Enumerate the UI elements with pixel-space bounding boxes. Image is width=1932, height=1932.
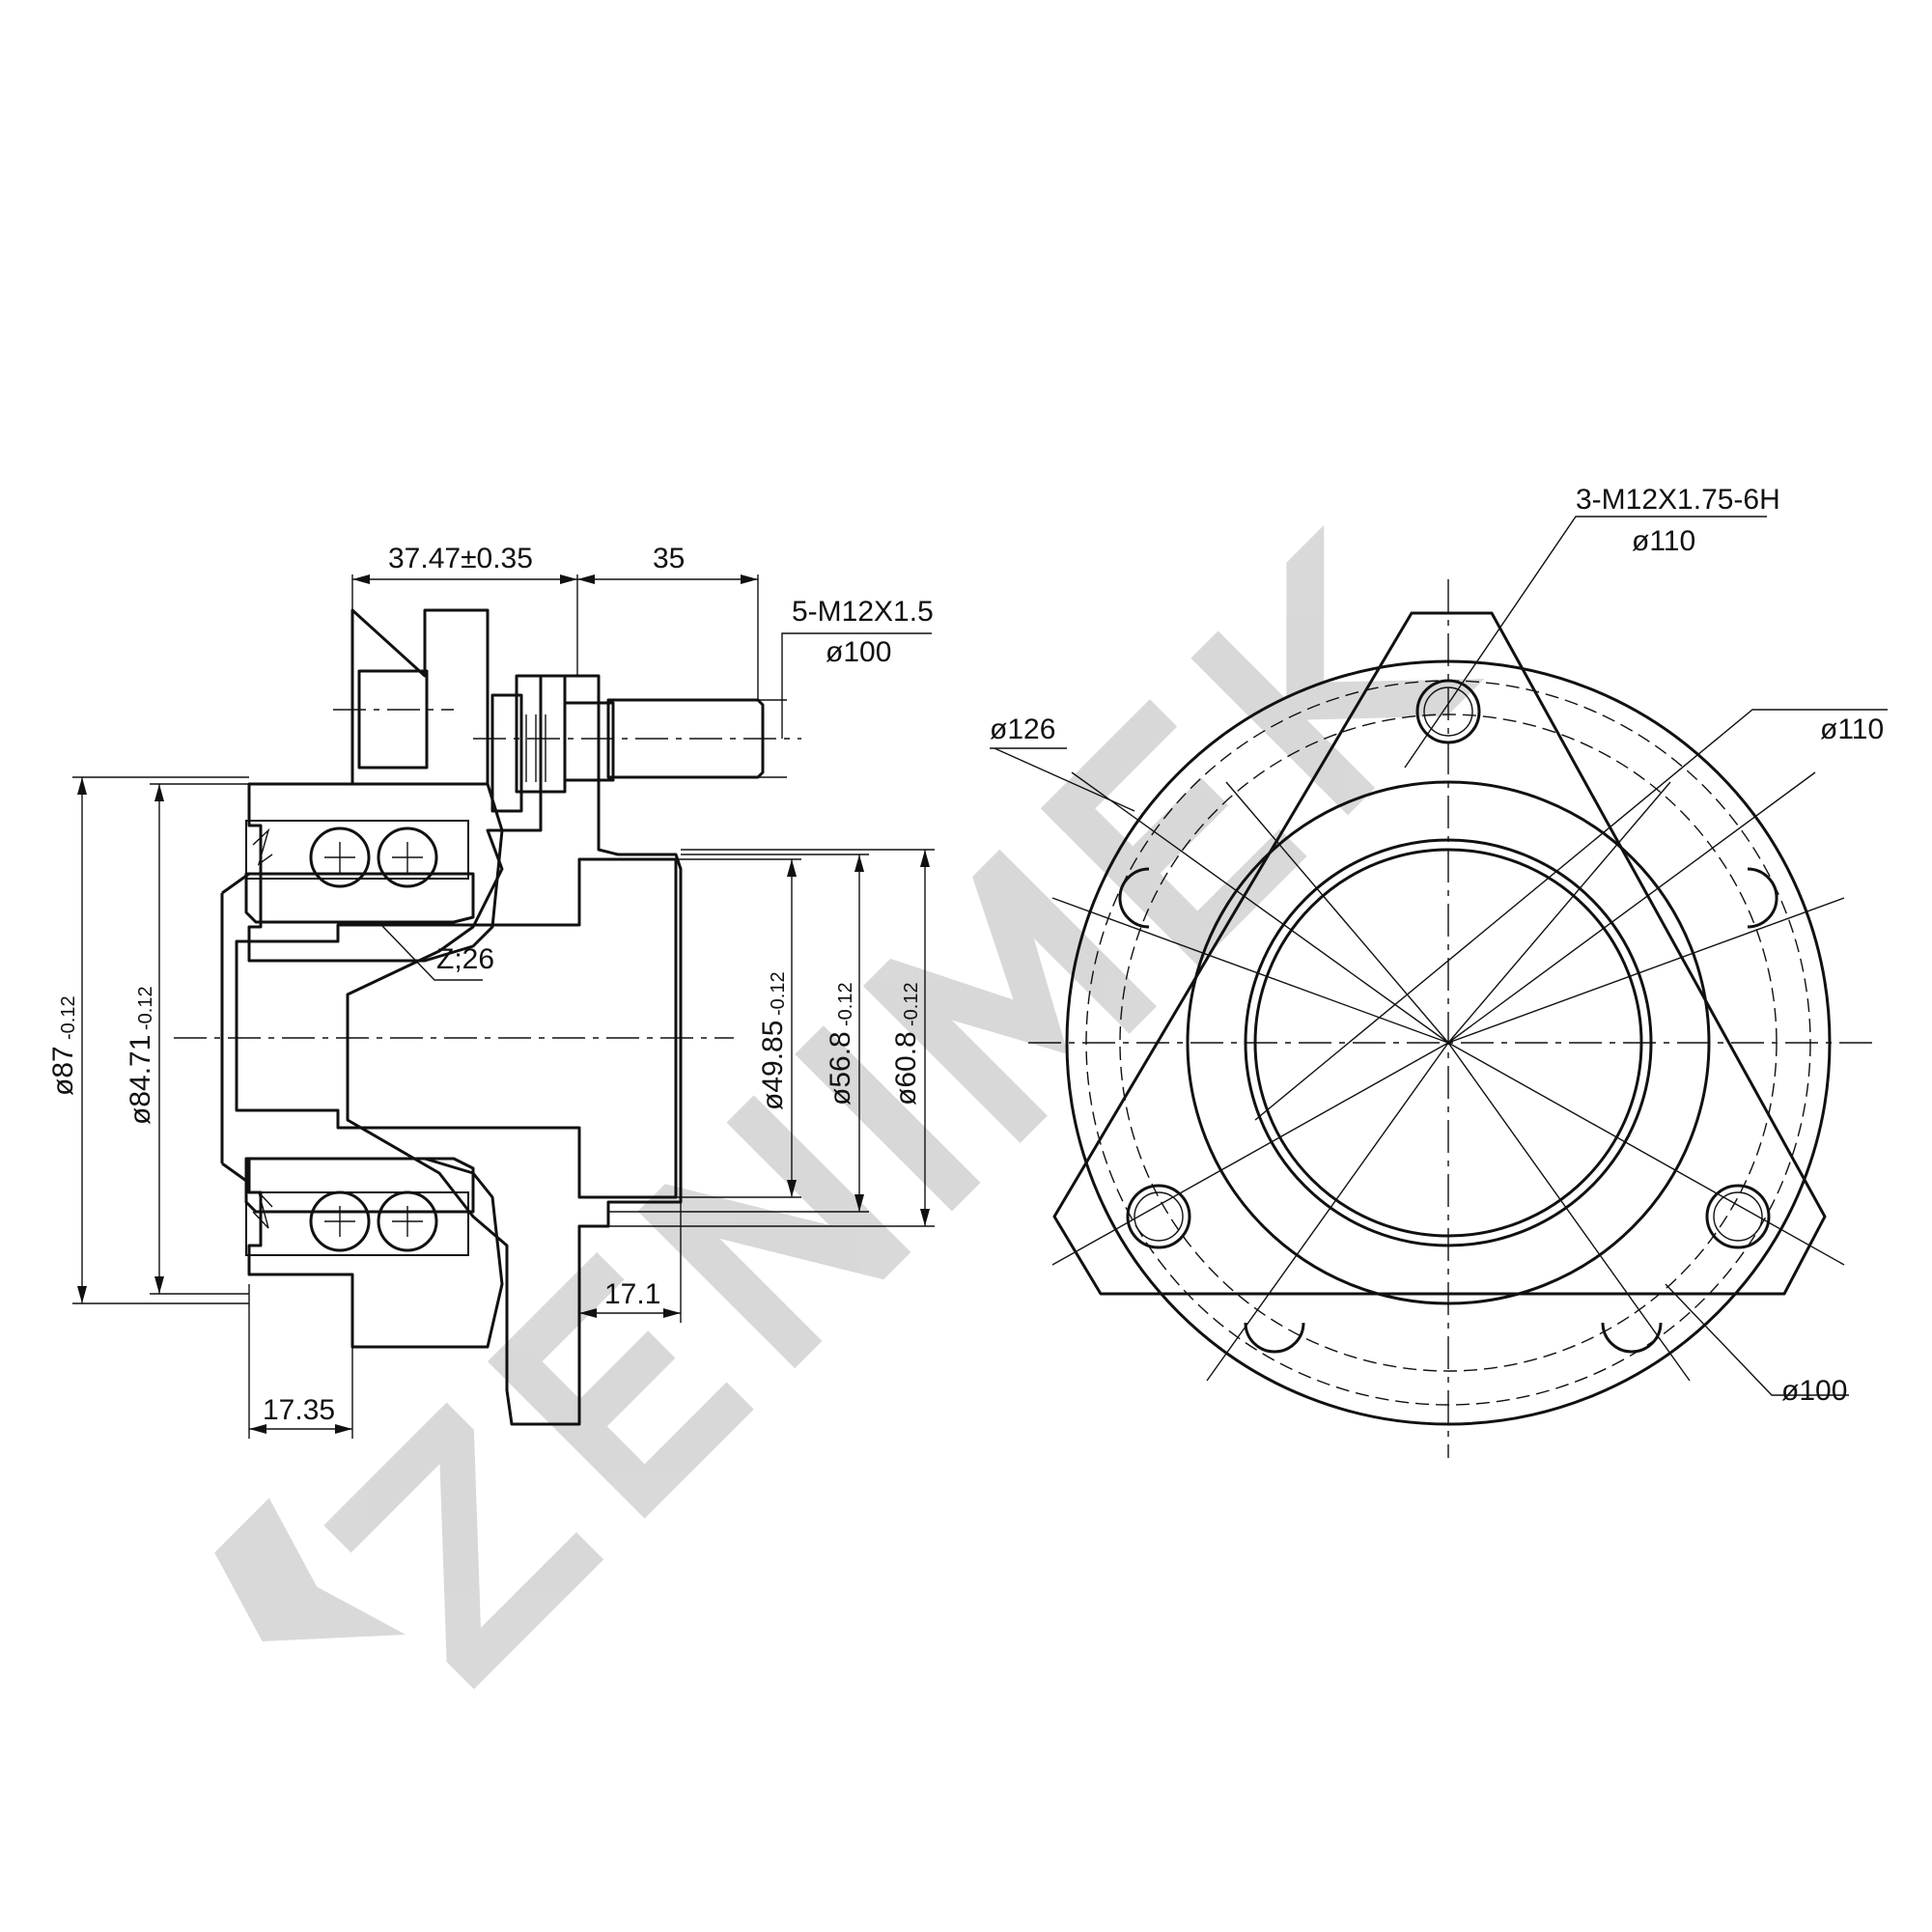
dim-bolt-pcd: ø110 (1632, 525, 1695, 557)
dim-spigot-3: ø60.8 (890, 1031, 922, 1106)
outer-ring-upper (247, 782, 504, 963)
inner-ring-lower (244, 1157, 475, 1214)
watermark-chevron (214, 1498, 406, 1642)
dim-stud-thread: 5-M12X1.5 (792, 596, 934, 628)
side-view-labels: 37.47±0.35 35 5-M12X1.5 ø100 Z;26 ø87 -0… (47, 543, 934, 1426)
dim-offset: 37.47±0.35 (388, 543, 533, 574)
bearing-balls-upper (245, 820, 469, 888)
dim-spigot-2: ø56.8 (825, 1031, 856, 1106)
hub-flange-upper (350, 608, 490, 786)
dim-outer-seat: ø84.71 (125, 1035, 156, 1125)
dim-inner-width: 17.35 (263, 1394, 335, 1426)
stud-hole (333, 669, 454, 770)
wheel-stud (473, 674, 801, 813)
stud-holes (1118, 867, 1778, 1354)
dim-pcd-110: ø110 (1820, 714, 1884, 745)
outer-ring-lower (247, 1157, 504, 1349)
dim-stud-pcd: ø100 (826, 636, 891, 668)
hub-bore (235, 857, 678, 1199)
triangular-flange (1052, 611, 1827, 1296)
dim-spigot-1: ø49.85 (757, 1021, 789, 1110)
dim-outer-main-tol: -0.12 (58, 995, 79, 1040)
dimension-lines-front (990, 516, 1888, 1396)
inner-ring-upper (244, 872, 475, 924)
dim-spigot-3-tol: -0.12 (901, 982, 922, 1026)
watermark-logo (214, 524, 1485, 1690)
dim-bolt-thread: 3-M12X1.75-6H (1576, 484, 1780, 516)
hub-body (346, 674, 683, 1426)
dim-pcd-100: ø100 (1781, 1375, 1847, 1407)
watermark-letters (323, 524, 1485, 1690)
dim-flange-dia: ø126 (990, 714, 1055, 745)
dimension-lines-side (72, 574, 935, 1439)
bearing-balls-lower (245, 1190, 469, 1256)
dim-spigot-length: 17.1 (604, 1278, 660, 1310)
front-view-labels: 3-M12X1.75-6H ø110 ø126 ø110 ø100 (990, 484, 1884, 1407)
radial-lines (1051, 771, 1845, 1382)
dim-spigot-1-tol: -0.12 (768, 971, 789, 1016)
side-section-view: 37.47±0.35 35 5-M12X1.5 ø100 Z;26 ø87 -0… (47, 543, 935, 1439)
front-view: 3-M12X1.75-6H ø110 ø126 ø110 ø100 (990, 484, 1888, 1458)
spigot-front (220, 872, 250, 1185)
dim-spigot-2-tol: -0.12 (835, 982, 856, 1026)
dim-outer-seat-tol: -0.12 (135, 986, 156, 1030)
dim-spline: Z;26 (436, 943, 494, 975)
dim-outer-main: ø87 (47, 1046, 79, 1096)
dim-stud-length: 35 (653, 543, 685, 574)
